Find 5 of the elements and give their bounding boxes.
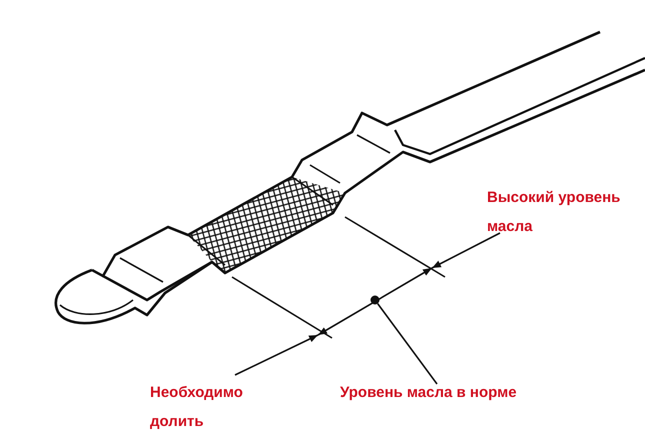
level-label: Уровень масла в норме xyxy=(340,378,540,407)
leader-line xyxy=(377,303,438,384)
level-dot xyxy=(370,296,380,304)
level-label: Необходимо долить xyxy=(150,383,244,432)
level-label: Высокий уровень масла xyxy=(487,188,622,237)
